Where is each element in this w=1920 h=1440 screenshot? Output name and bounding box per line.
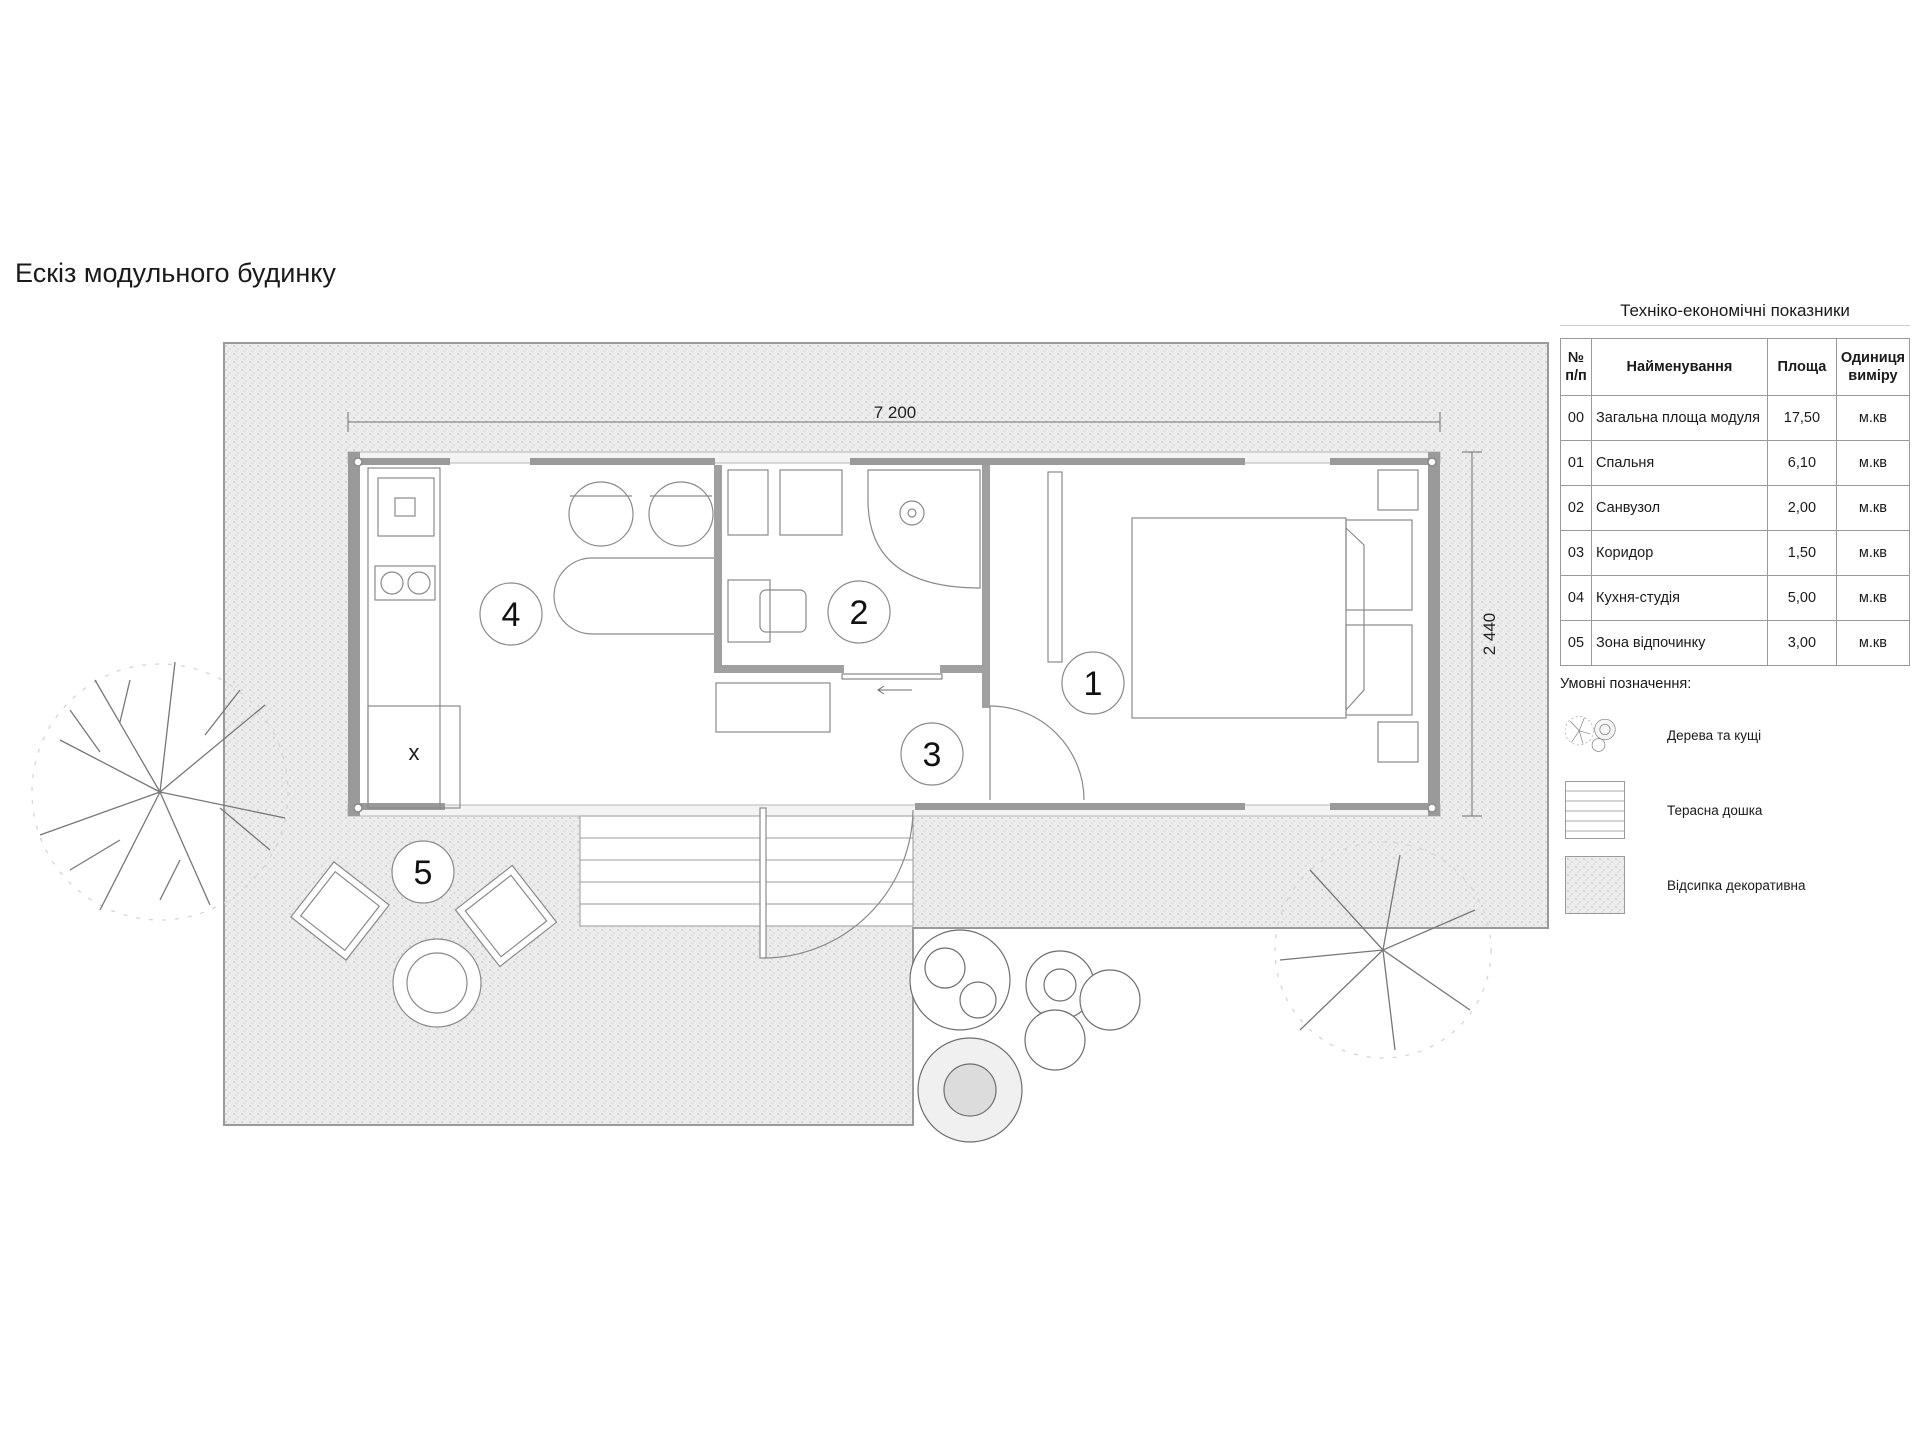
shrub-icon xyxy=(909,929,1141,1143)
deck-board-hatch xyxy=(1565,781,1625,839)
table-row: 04 Кухня-студія 5,00 м.кв xyxy=(1560,575,1911,621)
room-number-5: 5 xyxy=(414,854,433,892)
entry-door[interactable] xyxy=(759,807,914,959)
row-no: 00 xyxy=(1560,395,1592,441)
row-area: 3,00 xyxy=(1766,620,1837,666)
dining-table xyxy=(553,557,714,635)
row-name: Зона відпочинку xyxy=(1591,620,1768,666)
hallway-bench xyxy=(715,682,831,733)
stove-mark: x xyxy=(409,740,420,765)
row-name: Спальня xyxy=(1591,440,1768,486)
legend-item-deck: Терасна дошка xyxy=(1560,781,1910,856)
dimension-width: 2 440 xyxy=(1480,613,1499,656)
row-area: 17,50 xyxy=(1766,395,1837,441)
header-name: Найменування xyxy=(1591,338,1768,396)
room-marker-4 xyxy=(479,582,543,646)
table-row: 03 Коридор 1,50 м.кв xyxy=(1560,530,1911,576)
table-row: 02 Санвузол 2,00 м.кв xyxy=(1560,485,1911,531)
spec-panel: Техніко-економічні показники № п/п Найме… xyxy=(1560,300,1911,931)
bathroom-fixtures xyxy=(727,469,981,643)
floor-plan: x xyxy=(31,342,1549,1143)
tree-icon xyxy=(1565,716,1616,752)
room-marker-2 xyxy=(827,580,891,644)
row-area: 1,50 xyxy=(1766,530,1837,576)
row-unit: м.кв xyxy=(1835,530,1911,576)
bedroom-door[interactable] xyxy=(989,705,1085,801)
dimension-lines xyxy=(347,412,1482,817)
room-number-2: 2 xyxy=(850,594,869,632)
row-no: 03 xyxy=(1560,530,1592,576)
partitions xyxy=(714,465,990,708)
kitchen-stools xyxy=(568,481,714,547)
room-number-1: 1 xyxy=(1084,665,1103,703)
row-no: 01 xyxy=(1560,440,1592,486)
sheet-title: Ескіз модульного будинку xyxy=(15,258,336,288)
row-unit: м.кв xyxy=(1835,485,1911,531)
bathroom-sliding-door[interactable] xyxy=(841,673,943,695)
tree-icon xyxy=(31,661,289,921)
legend-item-gravel: Відсипка декоративна xyxy=(1560,856,1910,931)
table-row: 00 Загальна площа модуля 17,50 м.кв xyxy=(1560,395,1911,441)
module-walls xyxy=(347,451,1441,817)
row-no: 04 xyxy=(1560,575,1592,621)
room-number-4: 4 xyxy=(502,596,521,634)
header-no: № п/п xyxy=(1560,338,1592,396)
row-area: 2,00 xyxy=(1766,485,1837,531)
legend-item-trees: Дерева та кущі xyxy=(1560,706,1910,781)
room-marker-5 xyxy=(391,840,455,904)
gravel-texture xyxy=(1565,856,1625,914)
row-name: Санвузол xyxy=(1591,485,1768,531)
spec-title: Техніко-економічні показники xyxy=(1560,300,1910,326)
row-unit: м.кв xyxy=(1835,395,1911,441)
spec-header-row: № п/п Найменування Площа Одиниця виміру xyxy=(1560,338,1911,396)
table-row: 01 Спальня 6,10 м.кв xyxy=(1560,440,1911,486)
outdoor-furniture xyxy=(290,861,558,1028)
legend-title: Умовні позначення: xyxy=(1560,676,1692,692)
spec-table: № п/п Найменування Площа Одиниця виміру … xyxy=(1560,338,1911,666)
room-marker-3 xyxy=(900,722,964,786)
row-area: 5,00 xyxy=(1766,575,1837,621)
row-unit: м.кв xyxy=(1835,620,1911,666)
room-marker-1 xyxy=(1061,651,1125,715)
row-name: Коридор xyxy=(1591,530,1768,576)
row-no: 05 xyxy=(1560,620,1592,666)
row-no: 02 xyxy=(1560,485,1592,531)
tree-icon xyxy=(1274,841,1492,1059)
entrance-deck xyxy=(579,815,914,927)
dimension-length: 7 200 xyxy=(874,403,917,422)
legend-label: Відсипка декоративна xyxy=(1667,878,1806,893)
room-markers: 1 2 3 4 5 xyxy=(391,580,1125,904)
kitchen-counter xyxy=(367,467,461,809)
row-name: Кухня-студія xyxy=(1591,575,1768,621)
header-area: Площа xyxy=(1766,338,1837,396)
stove-icon xyxy=(374,565,436,601)
legend-label: Дерева та кущі xyxy=(1667,728,1762,743)
row-unit: м.кв xyxy=(1835,575,1911,621)
row-name: Загальна площа модуля xyxy=(1591,395,1768,441)
table-row: 05 Зона відпочинку 3,00 м.кв xyxy=(1560,620,1911,666)
corner-posts xyxy=(353,457,1437,813)
row-area: 6,10 xyxy=(1766,440,1837,486)
room-number-3: 3 xyxy=(923,736,942,774)
legend-label: Терасна дошка xyxy=(1667,803,1763,818)
row-unit: м.кв xyxy=(1835,440,1911,486)
bed xyxy=(1047,469,1419,763)
header-unit: Одиниця виміру xyxy=(1835,338,1911,396)
